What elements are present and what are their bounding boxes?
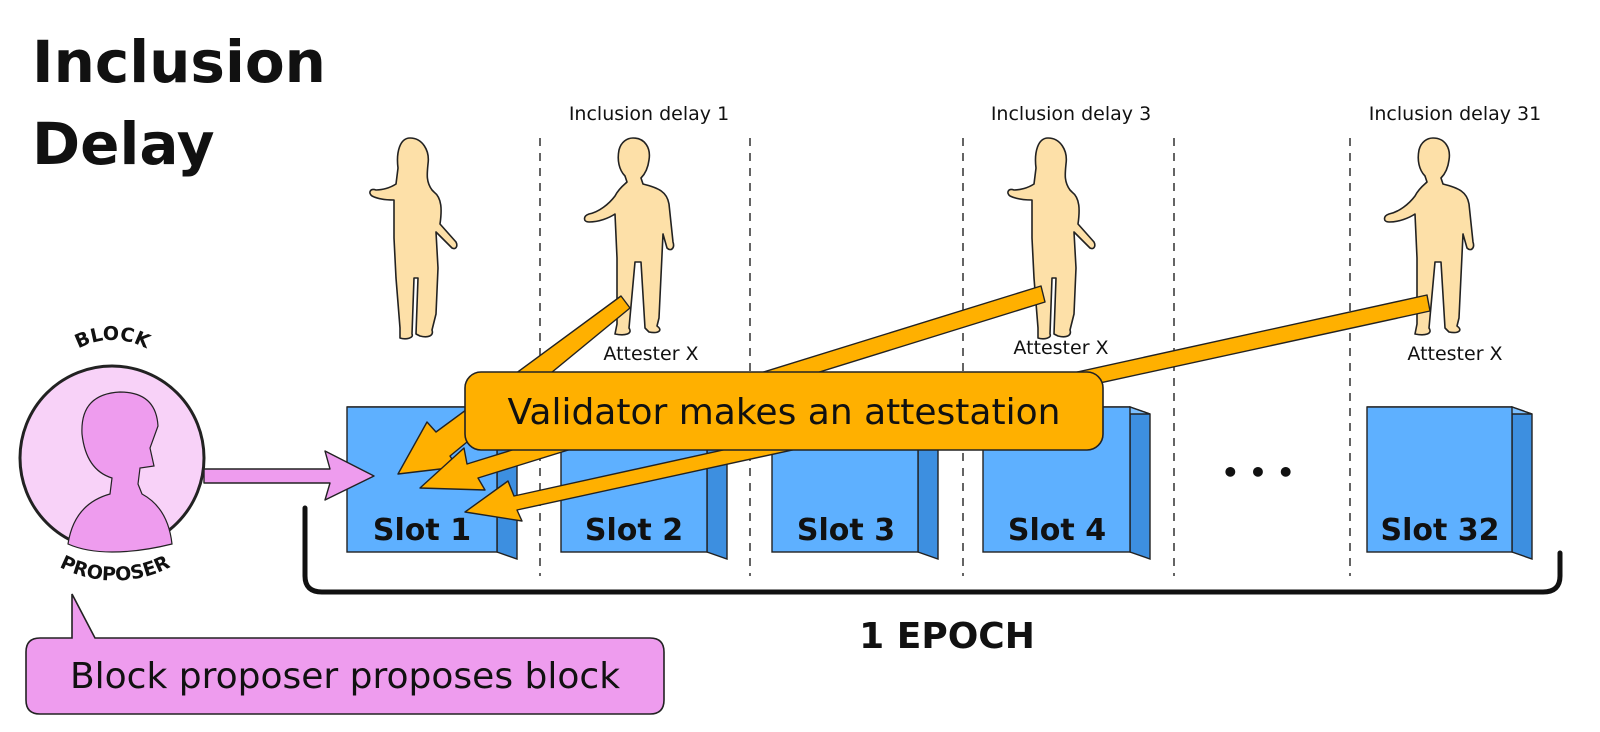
- slot-32: Slot 32: [1366, 406, 1533, 560]
- proposer-bottom-label: PROPOSER: [57, 551, 174, 586]
- inclusion-delay-label: Inclusion delay 31: [1369, 103, 1541, 125]
- attester-label: Attester X: [1407, 343, 1502, 365]
- slot-label: Slot 3: [797, 513, 895, 548]
- slot-label: Slot 4: [1008, 513, 1106, 548]
- person-silhouette-icon: [369, 137, 458, 340]
- slots-ellipsis: • • •: [1221, 456, 1294, 489]
- slot-label: Slot 32: [1380, 513, 1499, 548]
- proposer-callout-text: Block proposer proposes block: [70, 656, 620, 697]
- page-title-line-1: Inclusion: [32, 28, 326, 96]
- inclusion-delay-label: Inclusion delay 3: [991, 103, 1151, 125]
- proposer-top-label: BLOCK: [72, 323, 155, 354]
- slot-label: Slot 2: [585, 513, 683, 548]
- slot-label: Slot 1: [373, 513, 471, 548]
- person-silhouette-icon: [583, 137, 675, 336]
- block-proposer: BLOCK PROPOSER: [18, 323, 206, 586]
- proposer-arrow: [203, 450, 375, 501]
- proposer-avatar-icon: [67, 391, 173, 553]
- page-title-line-2: Delay: [32, 110, 215, 178]
- epoch-bracket: [302, 505, 1563, 595]
- validator-callout-text: Validator makes an attestation: [508, 392, 1061, 433]
- validator-callout: Validator makes an attestation: [464, 371, 1104, 451]
- attester-label: Attester X: [1013, 337, 1108, 359]
- epoch-label: 1 EPOCH: [859, 616, 1035, 657]
- inclusion-delay-label: Inclusion delay 1: [569, 103, 729, 125]
- attester-label: Attester X: [603, 343, 698, 365]
- proposer-callout: Block proposer proposes block: [25, 593, 665, 715]
